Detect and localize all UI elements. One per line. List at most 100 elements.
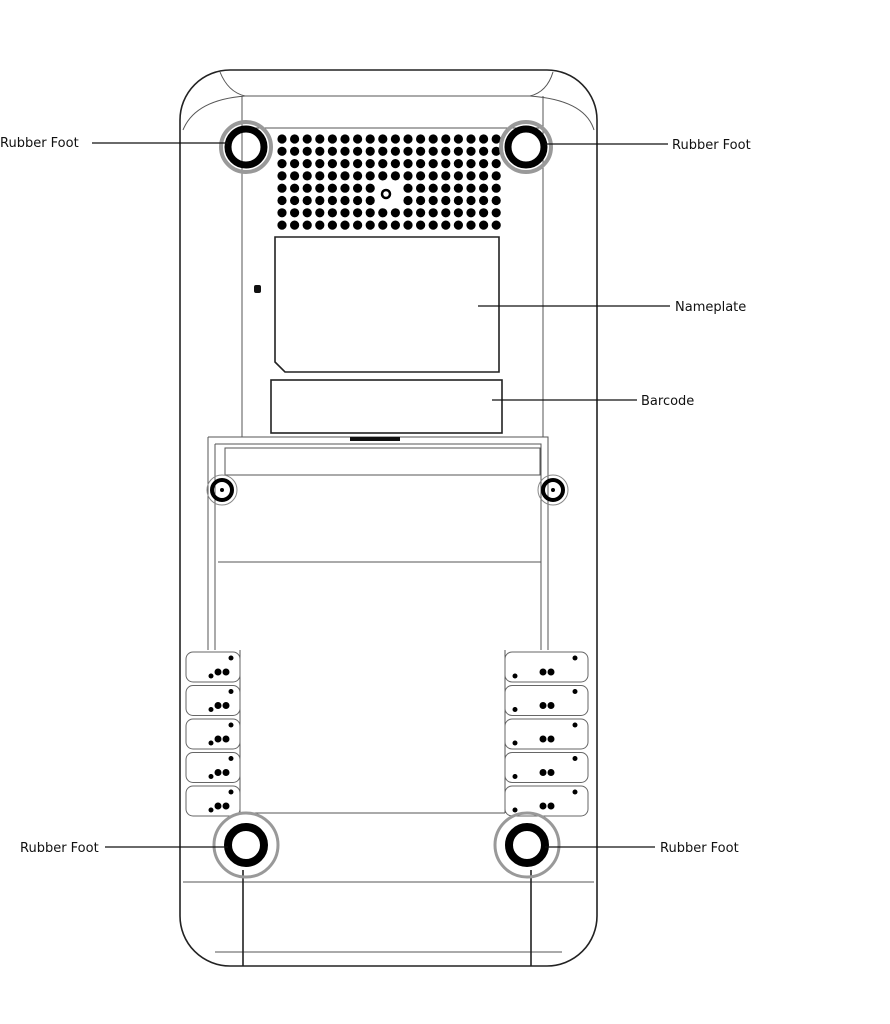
vent-hole: [277, 159, 287, 169]
vent-hole: [390, 220, 400, 230]
door-screw-left: [206, 474, 238, 506]
vent-hole: [416, 183, 426, 193]
vent-hole: [428, 195, 438, 206]
vent-hole: [479, 159, 489, 169]
vent-hole: [428, 208, 438, 218]
vent-hole: [491, 195, 501, 206]
vent-hole: [416, 220, 426, 230]
vent-hole: [340, 220, 350, 230]
right-contact-slot: [504, 685, 589, 716]
vent-hole: [340, 146, 350, 156]
vent-hole: [479, 171, 489, 181]
label-rubber-foot-bottom-right: Rubber Foot: [660, 841, 739, 856]
vent-hole: [466, 183, 476, 193]
vent-hole: [491, 171, 501, 181]
vent-hole: [365, 195, 375, 206]
vent-hole: [390, 134, 400, 144]
vent-hole: [390, 208, 400, 218]
vent-hole: [302, 171, 312, 181]
vent-hole: [290, 183, 300, 193]
vent-hole: [315, 134, 325, 144]
vent-hole: [390, 159, 400, 169]
vent-hole: [466, 220, 476, 230]
vent-hole: [290, 220, 300, 230]
vent-hole: [302, 195, 312, 206]
vent-hole: [353, 208, 363, 218]
device-body-outline: [179, 69, 598, 967]
label-nameplate: Nameplate: [675, 300, 746, 315]
vent-hole: [453, 146, 463, 156]
vent-hole: [390, 146, 400, 156]
vent-hole: [441, 134, 451, 144]
vent-hole: [479, 146, 489, 156]
vent-hole: [441, 220, 451, 230]
vent-hole: [403, 146, 413, 156]
vent-hole: [390, 171, 400, 181]
vent-hole: [416, 171, 426, 181]
vent-hole: [315, 208, 325, 218]
vent-hole: [479, 208, 489, 218]
vent-hole: [441, 208, 451, 218]
vent-hole: [416, 208, 426, 218]
vent-hole: [491, 146, 501, 156]
left-contact-slot: [185, 685, 241, 716]
vent-hole: [378, 159, 388, 169]
rubber-foot-bottom-right: [493, 811, 561, 879]
vent-hole: [365, 159, 375, 169]
vent-hole: [327, 183, 337, 193]
vent-hole: [403, 220, 413, 230]
vent-hole: [453, 171, 463, 181]
vent-hole: [453, 220, 463, 230]
vent-hole: [315, 159, 325, 169]
right-contact-slot: [504, 785, 589, 817]
vent-hole: [403, 171, 413, 181]
vent-hole: [290, 134, 300, 144]
vent-hole: [416, 159, 426, 169]
vent-hole: [365, 208, 375, 218]
vent-hole: [327, 195, 337, 206]
vent-hole: [315, 220, 325, 230]
vent-hole: [403, 208, 413, 218]
vent-hole: [353, 146, 363, 156]
vent-hole: [327, 159, 337, 169]
vent-hole: [466, 146, 476, 156]
vent-hole: [378, 146, 388, 156]
vent-hole: [302, 220, 312, 230]
vent-hole: [428, 183, 438, 193]
vent-hole: [290, 195, 300, 206]
vent-hole: [416, 134, 426, 144]
vent-hole: [340, 159, 350, 169]
vent-hole: [428, 134, 438, 144]
label-rubber-foot-top-right: Rubber Foot: [672, 138, 751, 153]
vent-hole: [315, 183, 325, 193]
vent-hole: [378, 208, 388, 218]
battery-door-inner: [214, 443, 542, 650]
vent-hole: [403, 195, 413, 206]
vent-hole: [290, 208, 300, 218]
vent-hole: [353, 183, 363, 193]
vent-hole: [441, 159, 451, 169]
vent-hole: [302, 208, 312, 218]
label-barcode: Barcode: [641, 394, 694, 409]
label-rubber-foot-top-left: Rubber Foot: [0, 136, 79, 151]
vent-hole: [466, 208, 476, 218]
vent-hole: [441, 171, 451, 181]
battery-door-outline: [207, 436, 549, 650]
vent-hole: [277, 220, 287, 230]
vent-hole: [277, 183, 287, 193]
vent-hole: [365, 220, 375, 230]
vent-hole: [302, 134, 312, 144]
vent-hole: [340, 134, 350, 144]
vent-hole: [327, 134, 337, 144]
vent-hole: [378, 171, 388, 181]
vent-hole: [479, 183, 489, 193]
vent-hole: [277, 171, 287, 181]
vent-hole: [466, 171, 476, 181]
vent-hole: [340, 208, 350, 218]
vent-hole: [491, 220, 501, 230]
vent-grille: [277, 134, 501, 230]
door-latch: [350, 437, 400, 441]
vent-hole: [428, 171, 438, 181]
vent-hole: [378, 220, 388, 230]
